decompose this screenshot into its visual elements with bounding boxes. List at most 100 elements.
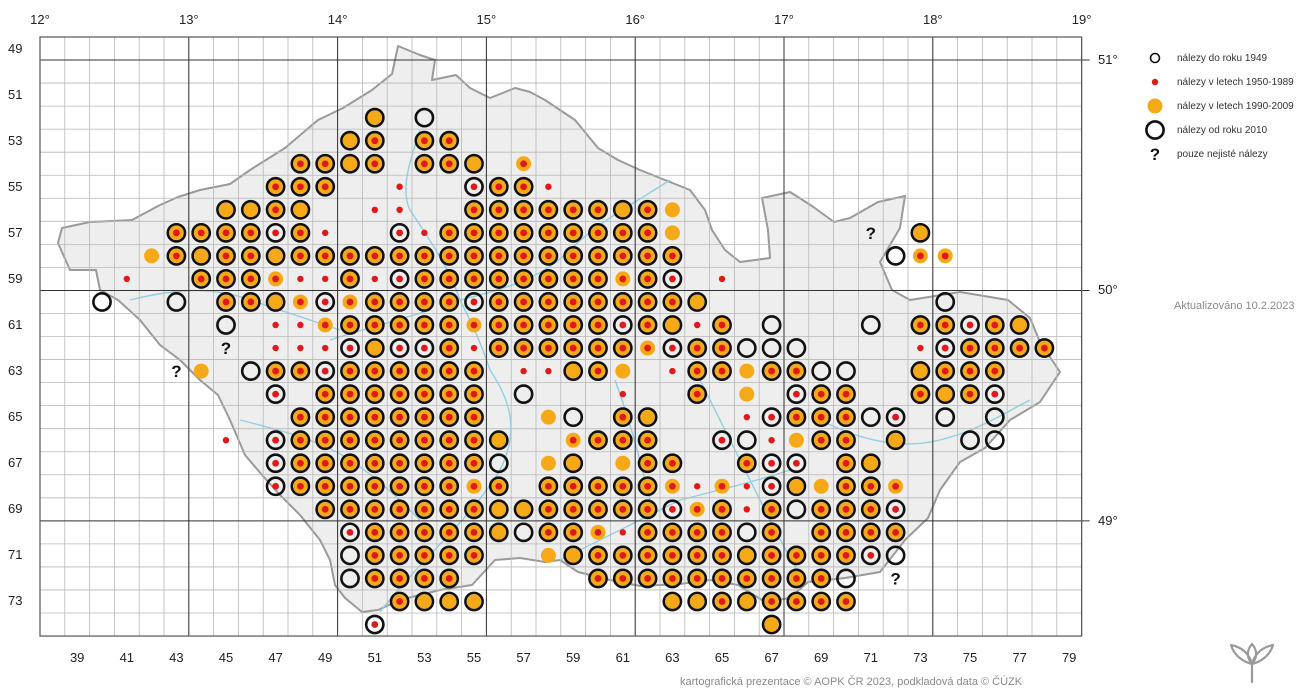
symbol-dot	[817, 528, 825, 536]
finding-cell	[612, 407, 633, 428]
symbol-ring	[588, 199, 608, 220]
longitude-label: 14°	[327, 12, 348, 27]
symbol-fill	[293, 202, 308, 217]
finding-cell	[466, 317, 482, 333]
symbol-dot	[619, 321, 627, 329]
symbol-ring	[761, 315, 782, 335]
symbol-ring	[414, 361, 435, 381]
finding-cell	[191, 222, 212, 243]
finding-cell	[712, 568, 732, 589]
symbol-dot	[594, 229, 602, 237]
symbol-dot	[619, 275, 627, 283]
symbol-dot	[545, 367, 552, 375]
finding-cell	[712, 430, 732, 451]
symbol-ring	[439, 499, 460, 520]
finding-cell	[662, 338, 683, 358]
symbol-dot	[842, 482, 850, 490]
finding-cell	[563, 407, 584, 428]
finding-cell	[612, 315, 633, 335]
symbol-dot	[594, 575, 602, 582]
symbol-ring	[216, 222, 236, 243]
symbol-ring	[414, 453, 435, 474]
symbol-ring	[538, 315, 559, 335]
symbol-ring	[712, 315, 732, 335]
symbol-ring	[563, 545, 584, 566]
finding-cell	[637, 522, 658, 543]
finding-cell	[513, 522, 534, 543]
symbol-dot	[445, 137, 453, 145]
finding-cell	[464, 199, 484, 220]
symbol-fill	[417, 594, 432, 609]
symbol-ring	[389, 522, 410, 543]
row-label: 69	[8, 501, 23, 517]
finding-cell	[488, 199, 509, 220]
finding-cell	[712, 499, 732, 520]
symbol-ring	[588, 568, 608, 589]
symbol-dot	[445, 505, 453, 513]
finding-cell	[389, 591, 410, 612]
finding-cell	[340, 430, 360, 451]
symbol-dot	[594, 505, 602, 513]
symbol-ring	[836, 430, 856, 451]
finding-cell	[860, 407, 881, 428]
symbol-ring	[488, 522, 509, 543]
symbol-ring	[662, 338, 683, 358]
uncertain-mark: ?	[890, 569, 900, 588]
symbol-dot	[1016, 344, 1023, 352]
symbol-dot	[495, 275, 503, 283]
symbol-dot	[842, 390, 850, 398]
symbol-dot	[396, 459, 403, 467]
symbol-ring	[389, 453, 410, 474]
symbol-ring	[612, 499, 633, 520]
symbol-dot	[123, 275, 130, 283]
symbol-ring	[563, 222, 584, 243]
symbol-ring	[1149, 52, 1161, 64]
symbol-ring	[166, 222, 187, 243]
longitude-label: 19°	[1071, 12, 1092, 27]
symbol-dot	[371, 298, 379, 306]
finding-cell	[768, 437, 775, 444]
finding-cell	[488, 338, 509, 358]
finding-cell	[464, 222, 484, 243]
symbol-dot	[619, 344, 627, 352]
symbol-dot	[470, 275, 478, 283]
finding-cell	[513, 499, 534, 520]
finding-cell	[538, 476, 559, 497]
longitude-label: 13°	[178, 12, 199, 27]
symbol-ring	[836, 499, 856, 520]
symbol-ring	[389, 361, 410, 381]
symbol-ring	[588, 315, 608, 335]
symbol-dot	[445, 528, 453, 536]
column-label: 49	[317, 650, 333, 666]
symbol-ring	[563, 292, 584, 312]
symbol-ring	[414, 315, 435, 335]
symbol-ring	[588, 269, 608, 289]
finding-cell	[662, 315, 683, 335]
finding-cell	[910, 315, 931, 335]
symbol-dot	[371, 367, 379, 375]
finding-cell	[240, 222, 261, 243]
longitude-label: 16°	[625, 12, 646, 27]
symbol-ring	[637, 430, 658, 451]
symbol-dot	[520, 344, 527, 352]
symbol-ring	[563, 315, 584, 335]
symbol-ring	[414, 245, 435, 266]
symbol-ring	[662, 315, 683, 335]
finding-cell	[414, 107, 435, 128]
symbol-ring	[662, 269, 683, 289]
symbol-ring	[464, 292, 484, 312]
symbol-ring	[513, 269, 534, 289]
finding-cell	[322, 344, 329, 352]
symbol-fill	[789, 479, 804, 494]
symbol-ring	[960, 315, 980, 335]
finding-cell	[297, 275, 304, 283]
symbol-ring	[364, 430, 385, 451]
finding-cell	[414, 591, 435, 612]
symbol-ring	[588, 499, 608, 520]
finding-cell	[439, 269, 460, 289]
symbol-dot	[842, 598, 850, 605]
symbol-dot	[396, 344, 403, 352]
symbol-dot	[718, 436, 726, 444]
column-label: 61	[615, 650, 631, 666]
symbol-dot	[371, 390, 379, 398]
